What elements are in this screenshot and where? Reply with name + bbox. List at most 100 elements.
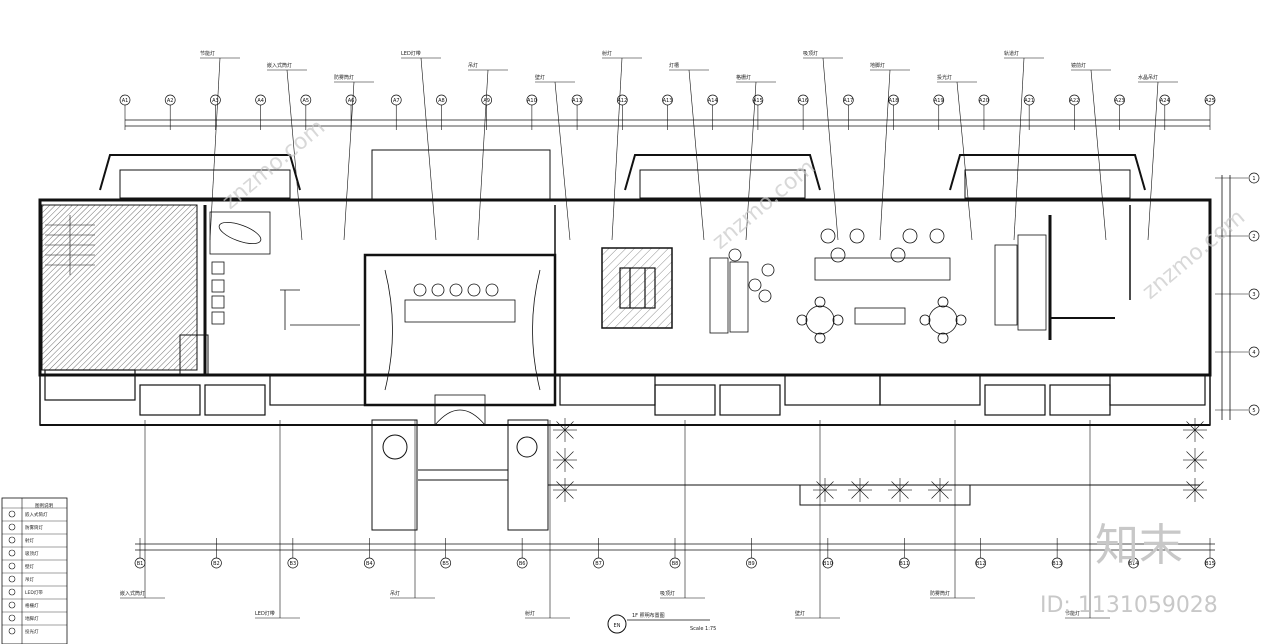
plant-frond	[556, 489, 566, 499]
callout-label: 节能灯	[1065, 610, 1080, 617]
drawing-title: 1F 照明布置图	[632, 612, 665, 619]
grid-bubble-bottom	[516, 557, 528, 569]
plant-frond	[1186, 459, 1196, 469]
sideboard	[729, 261, 749, 333]
chair	[937, 332, 949, 344]
plant-frond	[1186, 481, 1196, 491]
grid-label-top: A9	[483, 98, 490, 104]
grid-bubble-top	[571, 94, 583, 106]
callout-leader	[343, 81, 355, 241]
room-outline	[984, 384, 1046, 416]
callout-leaders	[120, 57, 1178, 619]
lounge-chair	[849, 228, 865, 244]
grid-bubble-right	[1248, 230, 1260, 242]
plant-frond	[939, 481, 949, 491]
stool	[758, 289, 772, 303]
watermark: 知末 ID: 1131059028 znzmo.com znzmo.com zn…	[218, 115, 1250, 618]
room-outline	[204, 384, 266, 416]
plant-frond	[1186, 421, 1196, 431]
grid-label-bottom: B14	[1129, 561, 1139, 567]
callout-label: 水晶吊灯	[1138, 74, 1158, 81]
callout-label: 轨道灯	[1004, 50, 1019, 57]
interior-walls	[179, 205, 1131, 407]
callout-leader	[477, 69, 489, 241]
room-outline	[44, 369, 136, 401]
callout-label: 嵌入式筒灯	[120, 590, 145, 597]
stool	[761, 263, 775, 277]
grid-bubble-top	[1069, 94, 1080, 106]
chair	[796, 314, 808, 326]
callout-leader	[879, 69, 891, 241]
watermark-id: ID: 1131059028	[1040, 593, 1218, 618]
callout-label: 镜前灯	[1071, 62, 1086, 69]
grid-bubble-bottom	[898, 557, 910, 569]
plant-frond	[564, 459, 574, 469]
drawing-title-block: EN 1F 照明布置图 Scale 1:75	[607, 612, 716, 634]
grid-bubble-top	[1023, 94, 1035, 106]
grid-bubble-bottom	[440, 557, 452, 569]
callout-leader	[822, 57, 839, 241]
legend-label: 吸顶灯	[25, 550, 39, 557]
grid-label-top: A25	[1205, 98, 1215, 104]
callout-label: 格栅灯	[736, 74, 751, 81]
grid-label-top: A5	[303, 98, 310, 104]
grid-bubble-bottom	[1128, 557, 1139, 569]
cabinet-2	[1017, 234, 1047, 331]
legend-label: 地脚灯	[25, 615, 39, 622]
grid-bubble-right	[1248, 288, 1260, 300]
legend-label: 嵌入式筒灯	[25, 511, 48, 518]
plant-frond	[1194, 429, 1204, 439]
plant-frond	[891, 481, 901, 491]
grid-label-right: 1	[1252, 176, 1255, 182]
chair	[832, 314, 844, 326]
plant-frond	[556, 481, 566, 491]
callout-label: LED灯带	[401, 50, 421, 57]
callout-label: LED灯带	[255, 610, 275, 617]
callout-label: 壁灯	[535, 74, 545, 81]
grid-label-top: A22	[1069, 98, 1079, 104]
compass-icon	[607, 614, 627, 634]
callout-label: 灯槽	[669, 62, 679, 69]
grid-bubble-bottom	[1051, 557, 1063, 569]
callout-label: 防雾筒灯	[930, 590, 950, 597]
round-table	[805, 305, 835, 335]
grid-bubble-bottom	[593, 557, 604, 569]
grid-label-top: A23	[1115, 98, 1125, 104]
callout-label: 地脚灯	[870, 62, 885, 69]
feature-symbol	[619, 267, 656, 309]
grid-bubble-right	[1248, 404, 1260, 416]
legend-symbol-icon	[8, 536, 16, 544]
room-outline	[784, 374, 881, 406]
grid-bubble-top	[119, 94, 131, 106]
shelf-unit	[709, 257, 729, 334]
plant-frond	[859, 481, 869, 491]
legend-label: 防雾筒灯	[25, 524, 43, 531]
round-table	[928, 305, 958, 335]
drawing-scale: Scale 1:75	[690, 626, 716, 632]
callout-leader	[745, 81, 757, 241]
plant-frond	[1186, 429, 1196, 439]
callout-label: 壁灯	[795, 610, 805, 617]
plant-frond	[564, 421, 574, 431]
plant-frond	[939, 489, 949, 499]
plant-frond	[1186, 451, 1196, 461]
grid-label-top: A2	[167, 98, 174, 104]
grid-bubble-top	[797, 94, 809, 106]
grid-bubble-top	[662, 94, 673, 106]
grid-label-right: 5	[1252, 408, 1255, 414]
grid-label-top: A4	[257, 98, 264, 104]
grid-label-top: A12	[617, 98, 627, 104]
grid-bubble-right	[1248, 172, 1260, 184]
grid-label-bottom: B3	[290, 561, 297, 567]
plant-frond	[556, 429, 566, 439]
callout-leader	[209, 57, 221, 241]
grid-label-top: A13	[663, 98, 673, 104]
grid-label-top: A8	[438, 98, 445, 104]
legend-label: LED灯带	[25, 589, 43, 596]
grid-label-top: A11	[572, 98, 582, 104]
plant-frond	[899, 489, 909, 499]
grid-label-top: A6	[348, 98, 355, 104]
